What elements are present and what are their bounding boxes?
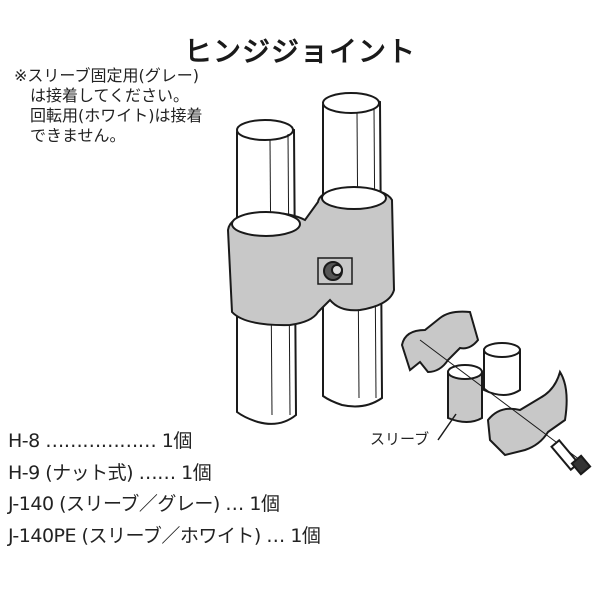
parts-list-item: H-8 ……………… 1個 (8, 430, 192, 452)
sleeve-label: スリーブ (370, 430, 430, 448)
parts-list-item: J-140PE (スリーブ／ホワイト) … 1個 (8, 524, 321, 547)
adhesive-note: ※スリーブ固定用(グレー) は接着してください。 回転用(ホワイト)は接着 でき… (14, 66, 203, 146)
parts-list-item: J-140 (スリーブ／グレー) … 1個 (8, 493, 280, 515)
note-line: ※スリーブ固定用(グレー) (14, 66, 199, 85)
note-line: できません。 (30, 126, 126, 145)
note-line: は接着してください。 (30, 86, 190, 105)
parts-list: H-8 ……………… 1個 H-9 (ナット式) …… 1個 J-140 (スリ… (8, 426, 321, 552)
note-line: 回転用(ホワイト)は接着 (30, 106, 203, 125)
exploded-view-drawing (400, 310, 592, 476)
assembled-joint-drawing (226, 92, 396, 425)
parts-list-item: H-9 (ナット式) …… 1個 (8, 461, 212, 484)
page-title: ヒンジジョイント (183, 35, 416, 68)
